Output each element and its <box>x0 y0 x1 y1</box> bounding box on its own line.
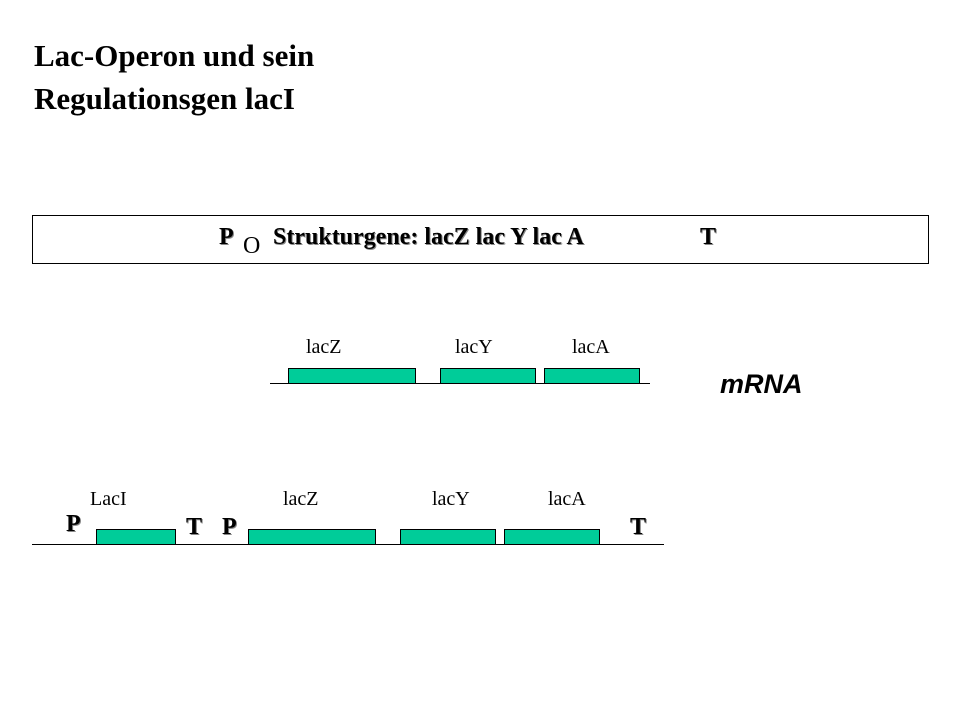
dna-gene-block-laci <box>96 529 176 545</box>
dna-gene-block-lacz <box>248 529 376 545</box>
dna-gene-label-laca: lacA <box>548 488 586 510</box>
operon-promoter-label: P <box>219 224 234 250</box>
operon-operator-label: O <box>243 233 261 259</box>
dna-gene-label-laci: LacI <box>90 488 127 510</box>
dna-terminator-label-2: T <box>630 514 647 540</box>
dna-promoter-label-1: P <box>66 511 81 537</box>
mrna-gene-block-lacy <box>440 368 536 384</box>
mrna-gene-block-lacz <box>288 368 416 384</box>
dna-gene-label-lacz: lacZ <box>283 488 319 510</box>
title-line-2: Regulationsgen lacI <box>34 81 295 116</box>
mrna-gene-label-lacy: lacY <box>455 336 493 358</box>
page-title: Lac-Operon und sein Regulationsgen lacI <box>34 34 314 120</box>
operon-box: P O Strukturgene: lacZ lac Y lac A T <box>32 215 929 264</box>
mrna-label: mRNA <box>720 369 803 399</box>
dna-gene-block-lacy <box>400 529 496 545</box>
dna-gene-label-lacy: lacY <box>432 488 470 510</box>
operon-terminator-label: T <box>700 224 717 250</box>
dna-terminator-label-1: T <box>186 514 203 540</box>
title-line-1: Lac-Operon und sein <box>34 38 315 73</box>
operon-structural-genes-label: Strukturgene: lacZ lac Y lac A <box>273 224 584 250</box>
dna-promoter-label-2: P <box>222 514 237 540</box>
mrna-gene-label-lacz: lacZ <box>306 336 342 358</box>
mrna-gene-label-laca: lacA <box>572 336 610 358</box>
dna-gene-block-laca <box>504 529 600 545</box>
mrna-gene-block-laca <box>544 368 640 384</box>
